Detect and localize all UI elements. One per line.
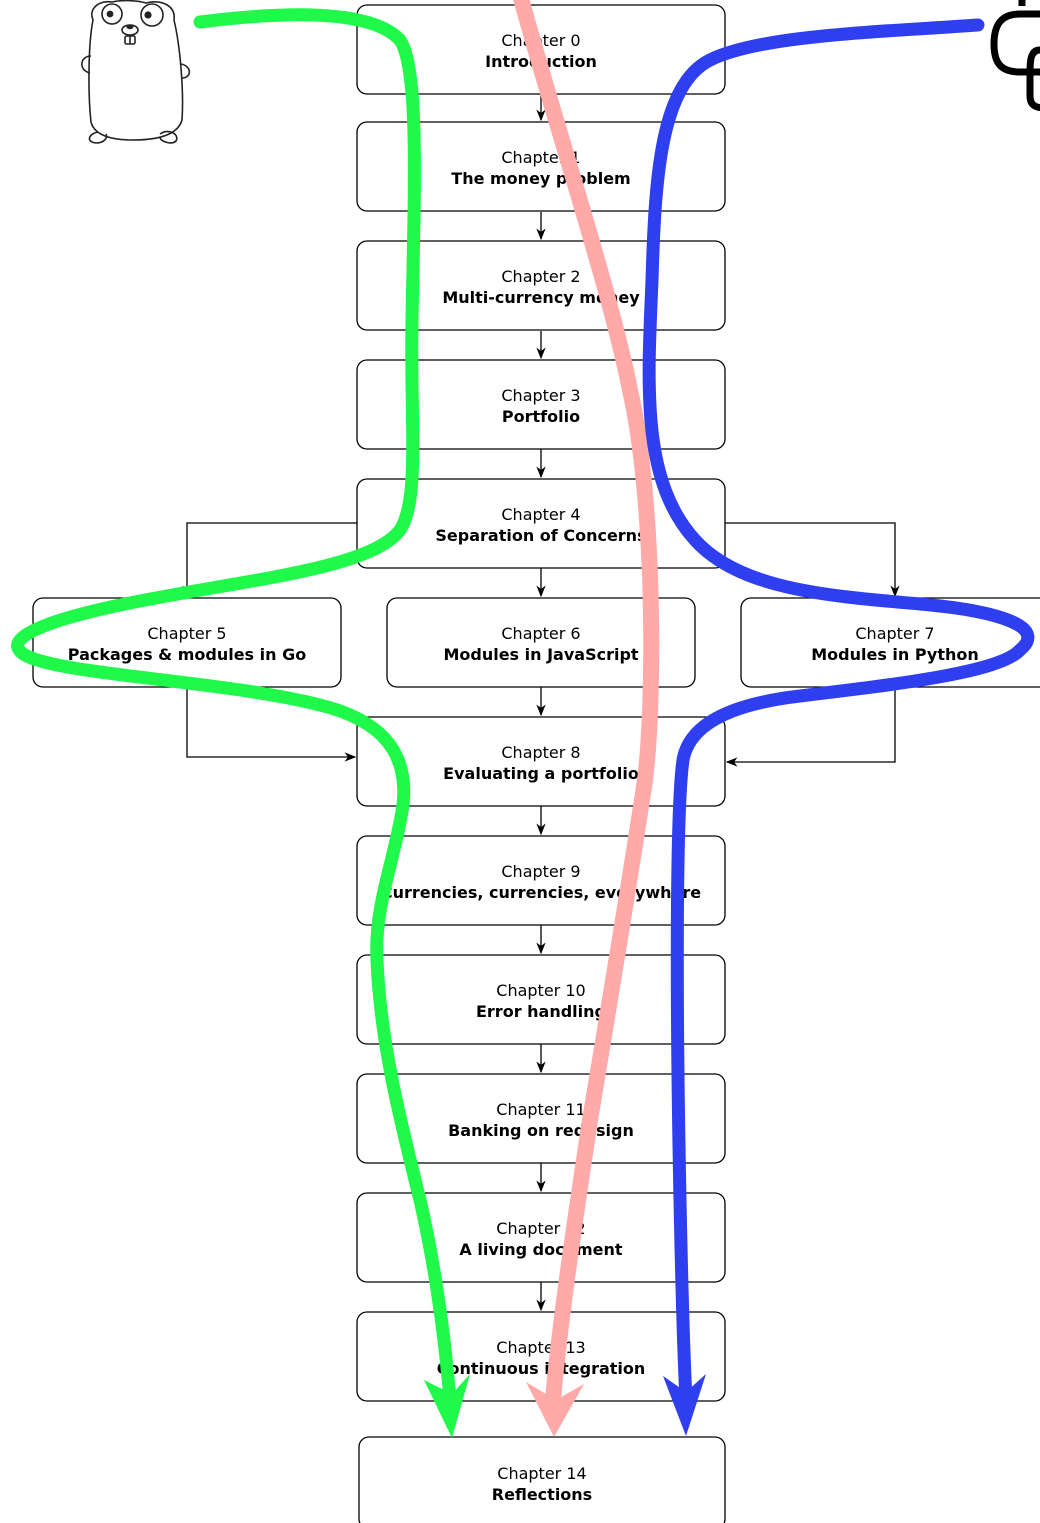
connector-4-5: [182, 522, 357, 598]
chapter-title: The money problem: [451, 169, 630, 188]
chapter-title: Modules in JavaScript: [443, 645, 638, 664]
connector-5-8: [186, 687, 357, 762]
chapter-box-9: Chapter 9 Currencies, currencies, everyw…: [356, 835, 726, 926]
chapter-label: Chapter 14: [497, 1464, 586, 1483]
go-path-arrow: [11, 8, 470, 1438]
python-path-arrow: [642, 18, 1035, 1436]
chapter-box-14: Chapter 14 Reflections: [358, 1436, 726, 1523]
chapter-title: Separation of Concerns: [435, 526, 646, 545]
connector-7-8: [725, 687, 896, 767]
chapter-label: Chapter 8: [501, 743, 580, 762]
chapter-label: Chapter 11: [496, 1100, 585, 1119]
chapter-title: Portfolio: [502, 407, 580, 426]
chapter-title: Evaluating a portfolio: [443, 764, 639, 783]
chapter-title: Packages & modules in Go: [68, 645, 306, 664]
chapter-title: A living document: [459, 1240, 622, 1259]
chapter-box-4: Chapter 4 Separation of Concerns: [356, 478, 726, 569]
chapter-box-8: Chapter 8 Evaluating a portfolio: [356, 716, 726, 807]
chapter-label: Chapter 3: [501, 386, 580, 405]
chapter-box-2: Chapter 2 Multi-currency money: [356, 240, 726, 331]
chapter-label: Chapter 5: [147, 624, 226, 643]
chapter-title: Continuous integration: [437, 1359, 646, 1378]
chapter-title: Modules in Python: [811, 645, 979, 664]
chapter-label: Chapter 4: [501, 505, 580, 524]
chapter-title: Reflections: [492, 1485, 592, 1504]
chapter-box-7: Chapter 7 Modules in Python: [740, 597, 1040, 688]
javascript-path-arrow: [513, 0, 660, 1437]
chapter-title: Error handling: [476, 1002, 606, 1021]
chapter-box-5: Chapter 5 Packages & modules in Go: [32, 597, 342, 688]
chapter-box-1: Chapter 1 The money problem: [356, 121, 726, 212]
connector-arrows: [182, 94, 900, 1312]
chapter-box-6: Chapter 6 Modules in JavaScript: [386, 597, 696, 688]
chapter-title: Multi-currency money: [442, 288, 640, 307]
chapter-title: Banking on redesign: [448, 1121, 634, 1140]
chapter-label: Chapter 13: [496, 1338, 585, 1357]
chapter-label: Chapter 12: [496, 1219, 585, 1238]
chapter-label: Chapter 9: [501, 862, 580, 881]
chapter-label: Chapter 7: [855, 624, 934, 643]
gopher-icon: [81, 0, 191, 144]
connector-4-7: [725, 522, 900, 598]
chapter-box-12: Chapter 12 A living document: [356, 1192, 726, 1283]
python-logo-icon: [990, 0, 1040, 112]
chapter-title: Currencies, currencies, everywhere: [381, 883, 701, 902]
chapter-label: Chapter 2: [501, 267, 580, 286]
chapter-label: Chapter 10: [496, 981, 585, 1000]
chapter-boxes: Chapter 0 Introduction Chapter 1 The mon…: [32, 4, 1040, 1523]
chapter-box-10: Chapter 10 Error handling: [356, 954, 726, 1045]
chapter-label: Chapter 6: [501, 624, 580, 643]
